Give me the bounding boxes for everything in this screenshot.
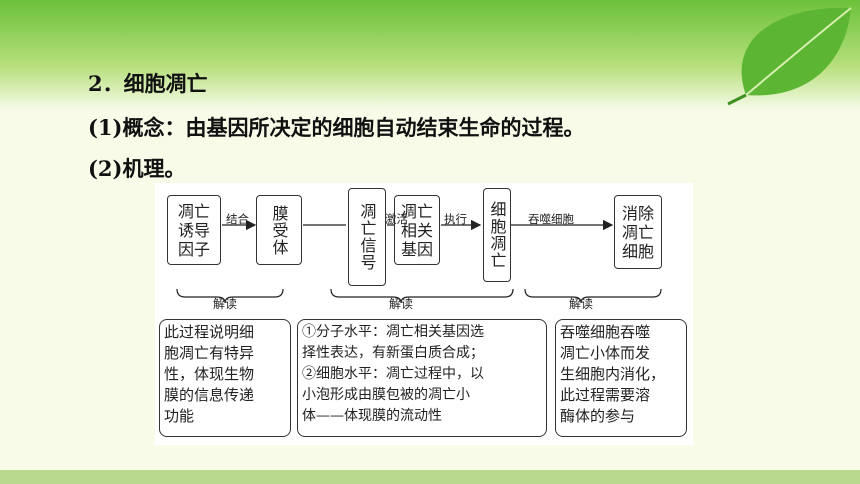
- explanation-middle: ①分子水平：凋亡相关基因选 择性表达，有新蛋白质合成； ②细胞水平：凋亡过程中，…: [297, 319, 547, 437]
- section-title: 2．细胞凋亡: [88, 71, 208, 96]
- edge-label-activate: 激活: [385, 212, 408, 226]
- mechanism-diagram: 凋亡 诱导 因子 膜受体 凋亡信号 凋亡 相关 基因 细胞凋亡 消除 凋亡 细胞…: [155, 183, 693, 445]
- interpret-label-right: 解读: [569, 297, 594, 311]
- edge-label-phagocyte: 吞噬细胞: [528, 212, 574, 226]
- node-clear-apoptotic-cells: 消除 凋亡 细胞: [614, 195, 662, 269]
- footer-band: [0, 470, 860, 484]
- node-apoptosis-genes: 凋亡 相关 基因: [394, 195, 440, 265]
- concept-line: (1)概念：由基因所决定的细胞自动结束生命的过程。: [88, 115, 585, 140]
- explanation-right: 吞噬细胞吞噬 凋亡小体而发 生细胞内消化， 此过程需要溶 酶体的参与: [555, 319, 687, 437]
- edge-label-bind: 结合: [226, 212, 249, 226]
- mechanism-line: (2)机理。: [88, 156, 186, 181]
- node-apoptosis-signal: 凋亡信号: [348, 188, 386, 286]
- header-banner: [0, 0, 860, 110]
- node-membrane-receptor: 膜受体: [256, 195, 302, 265]
- brace-left: [176, 288, 284, 304]
- interpret-label-middle: 解读: [389, 297, 414, 311]
- node-cell-apoptosis: 细胞凋亡: [483, 188, 511, 282]
- brace-middle: [330, 288, 514, 304]
- node-apoptosis-inducer: 凋亡 诱导 因子: [167, 195, 221, 265]
- edge-label-execute: 执行: [444, 212, 467, 226]
- explanation-left: 此过程说明细 胞凋亡有特异 性，体现生物 膜的信息传递 功能: [159, 319, 291, 437]
- brace-right: [524, 288, 662, 304]
- interpret-label-left: 解读: [213, 297, 238, 311]
- leaf-icon: [727, 7, 852, 106]
